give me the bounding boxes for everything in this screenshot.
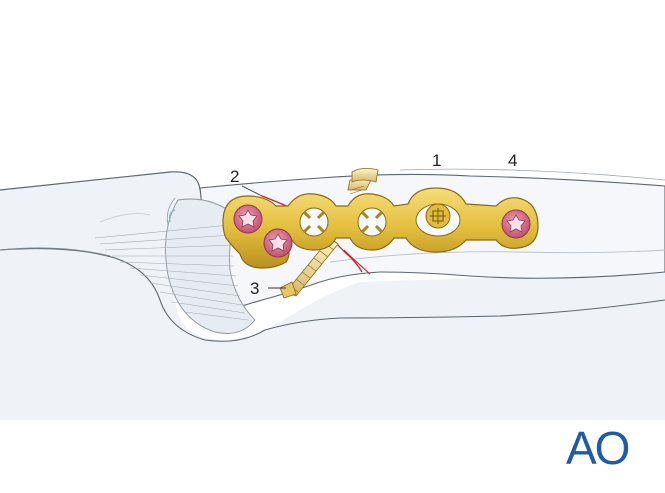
locking-screw-head-2: [263, 228, 293, 258]
locking-screw-head-3: [501, 209, 531, 239]
callout-3: 3: [250, 279, 259, 298]
callout-1: 1: [432, 151, 441, 170]
ao-logo: AO: [566, 422, 629, 474]
callout-2: 2: [230, 167, 239, 186]
callout-leaders: [241, 185, 286, 289]
plate-hole-empty-2: [357, 207, 387, 237]
lag-screw-dorsal: [347, 168, 379, 195]
joint-ligament: [94, 198, 256, 334]
callout-4: 4: [508, 151, 517, 170]
plate-oval-hole-screw: [415, 203, 461, 237]
mini-plate: [222, 187, 539, 269]
distal-outline: [0, 247, 665, 331]
plate-hole-empty-1: [299, 207, 329, 237]
locking-screw-head-1: [233, 204, 263, 234]
